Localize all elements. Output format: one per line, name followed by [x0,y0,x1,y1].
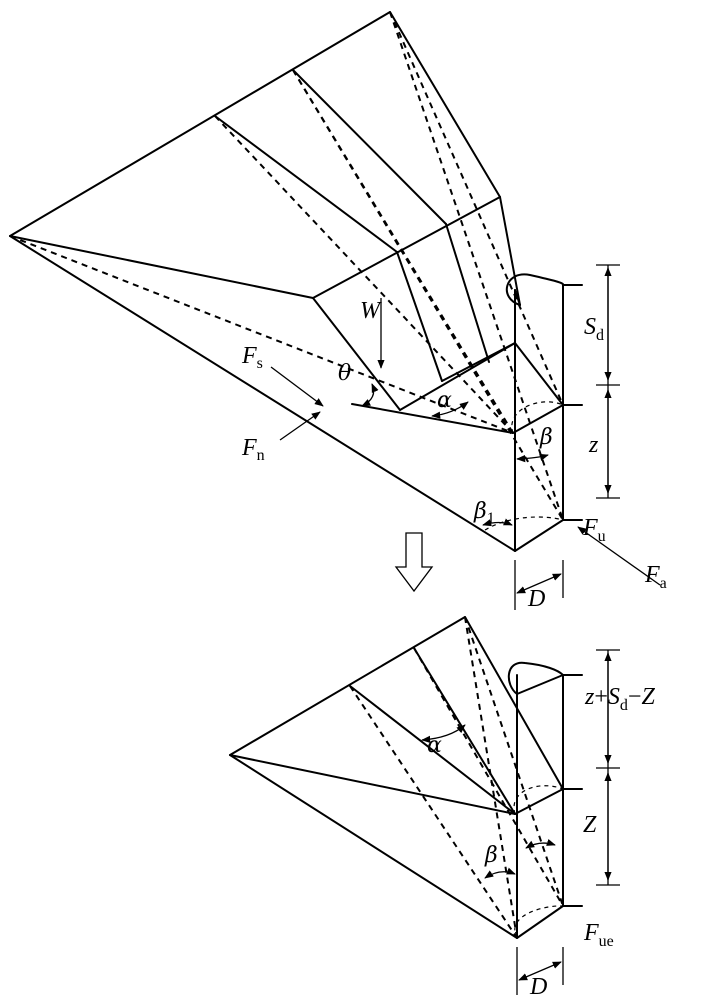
angle-label-beta: β [539,425,553,450]
force-label-Fa: Fa [644,562,667,592]
lower-labels: α β z+Sd−Z Z Fue D [427,684,655,1000]
force-label-Fn: Fn [241,435,265,464]
upper-angle-arcs [361,383,549,527]
upper-wedge-dashed-lines [9,11,564,551]
dimension-label-D-lower: D [529,974,547,1000]
angle-label-theta: θ [338,361,351,386]
force-label-Fu: Fu [582,515,606,545]
dimension-label-Z: Z [583,812,597,838]
dimension-label-D: D [527,586,545,612]
angle-label-beta-lower: β [484,843,498,868]
lower-wedge-dashed-lines [349,616,564,939]
force-label-Fue: Fue [583,920,614,950]
upper-wedge-diagram: W Fs Fn θ α β β1 Sd z Fu Fa D [9,11,667,612]
angle-label-alpha: α [437,388,452,413]
upper-labels: W Fs Fn θ α β β1 Sd z Fu Fa D [241,298,667,612]
force-label-Fs: Fs [241,343,263,372]
weight-label-W: W [360,298,382,324]
lower-dimension-lines [516,649,620,995]
dimension-label-z: z [588,432,599,458]
upper-dimension-lines [514,264,620,610]
lower-wedge-outline [229,616,583,939]
dimension-label-z-plus-Sd-minus-Z: z+Sd−Z [584,684,655,714]
upper-wedge-outline [9,11,583,552]
upper-force-arrows [270,298,661,586]
angle-label-beta1: β1 [473,499,495,527]
dimension-label-Sd: Sd [584,314,604,344]
hollow-down-arrow-icon [394,532,434,593]
lower-angle-arcs [421,724,556,879]
angle-label-alpha-lower: α [427,733,442,758]
lower-wedge-diagram: α β z+Sd−Z Z Fue D [229,616,655,1000]
